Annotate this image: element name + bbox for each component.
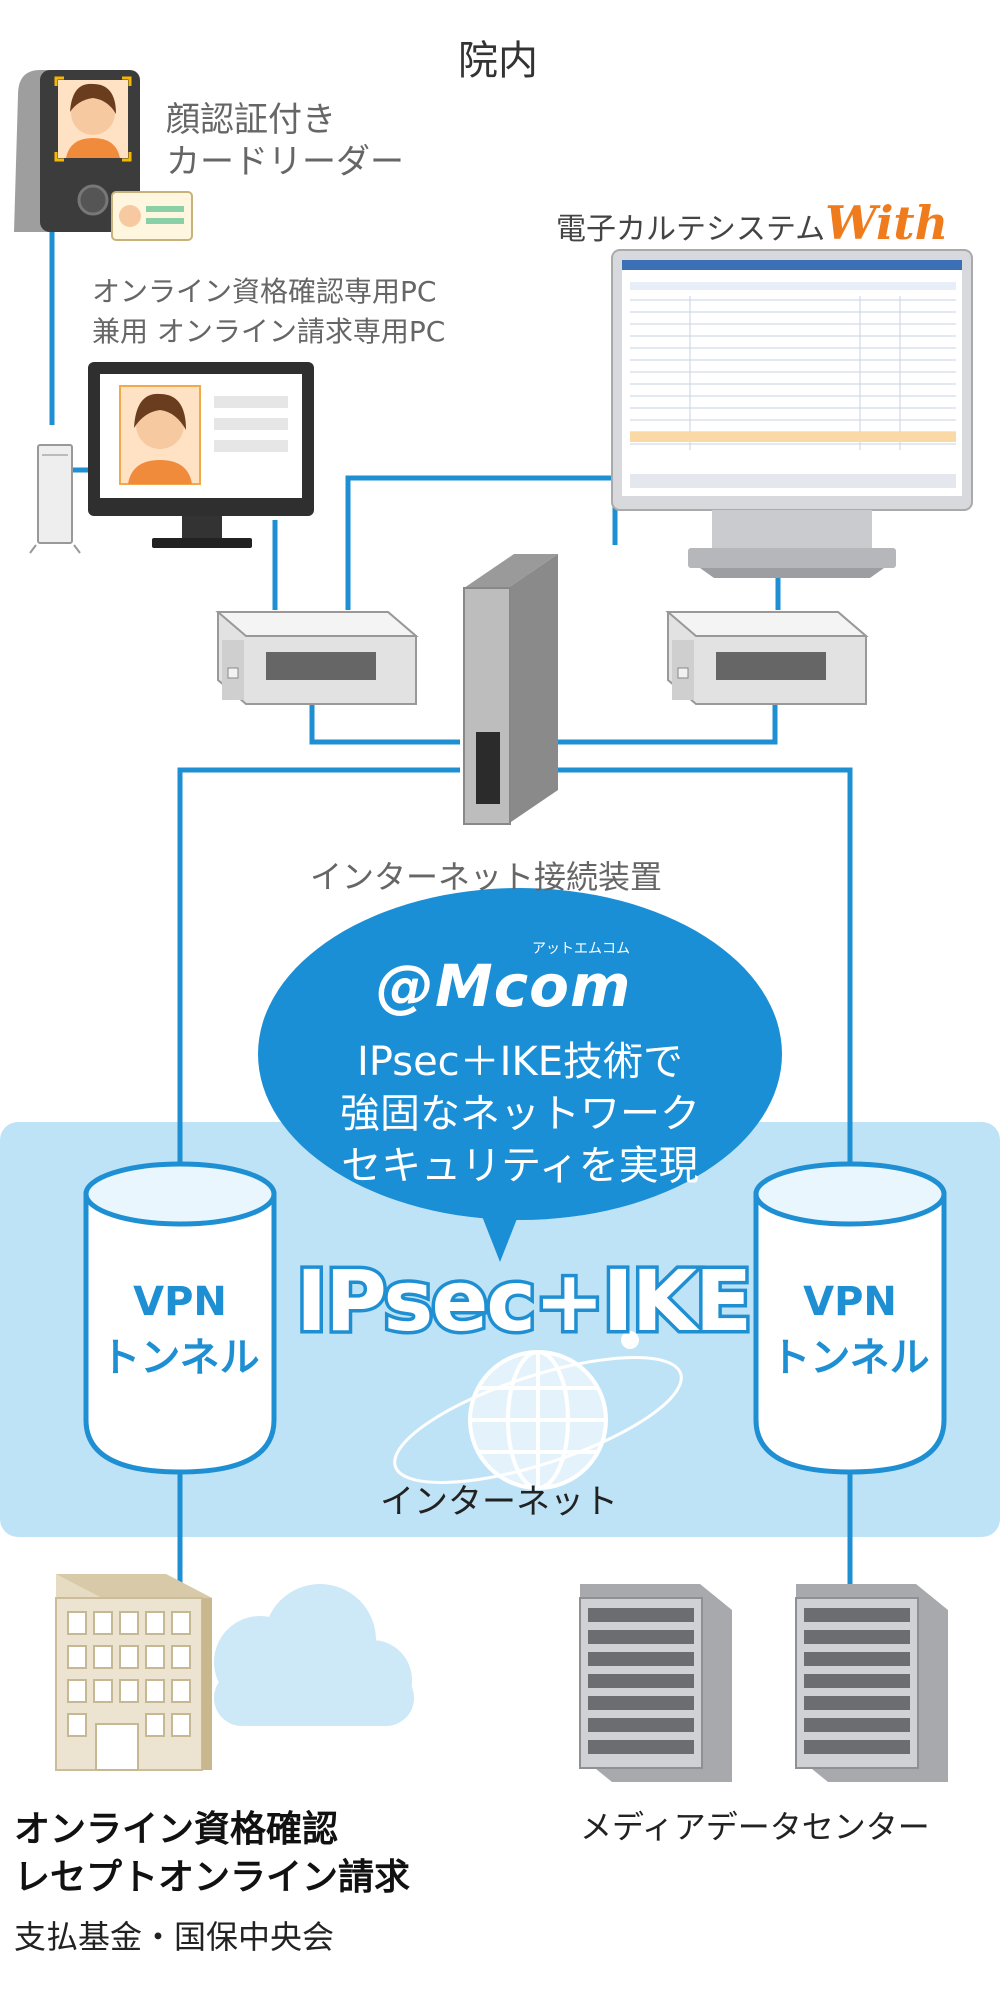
location-title: 院内 [458,38,538,84]
small-router-icon [29,444,81,554]
bubble-line3: セキュリティを実現 [341,1143,699,1189]
speech-bubble [258,888,782,1262]
globe-icon [393,1331,683,1490]
bubble-line1: IPsec＋IKE技術で [357,1039,683,1085]
tunnel-left-line1: VPN [133,1279,227,1325]
emr-monitor-icon [611,249,973,578]
internet-label: インターネット [380,1482,618,1522]
face-reader-label-line2: カードリーダー [166,142,404,182]
left-destination-line2: レセプトオンライン請求 [14,1857,411,1898]
internet-device-icon [463,554,558,825]
data-center-icon [579,1584,948,1782]
building-icon [55,1574,212,1771]
protocol-label: IPsec+IKE [292,1249,755,1354]
emr-label-text: 電子カルテシステム [556,212,826,247]
tunnel-left-line2: トンネル [100,1335,260,1381]
cloud-icon [214,1584,414,1726]
face-reader-icon [14,70,193,241]
bubble-line2: 強固なネットワーク [340,1091,700,1137]
qualification-pc-icon [88,362,314,548]
mcom-logo: @Mcom [376,952,632,1020]
emr-label: 電子カルテシステムWith [556,196,948,250]
connection-lines [49,226,853,1590]
internet-device-label: インターネット接続装置 [310,858,663,896]
face-reader-label-line1: 顔認証付き [166,100,336,140]
mcom-logo-kana: アットエムコム [532,941,630,957]
right-destination-label: メディアデータセンター [580,1808,930,1846]
router-left-icon [215,611,419,705]
vpn-tunnel-right-icon [753,1161,947,1475]
tunnel-right-line1: VPN [803,1279,897,1325]
server-rack-right [795,1584,948,1782]
emr-brand: With [825,196,949,250]
router-right-icon [665,611,869,705]
server-rack-left [579,1584,732,1782]
left-destination-line3: 支払基金・国保中央会 [14,1918,335,1956]
qualification-pc-label-line2: 兼用 オンライン請求専用PC [92,315,446,348]
tunnel-right-line2: トンネル [770,1335,930,1381]
vpn-tunnel-left-icon [83,1161,277,1475]
left-destination-line1: オンライン資格確認 [14,1809,339,1850]
qualification-pc-label-line1: オンライン資格確認専用PC [92,275,437,308]
